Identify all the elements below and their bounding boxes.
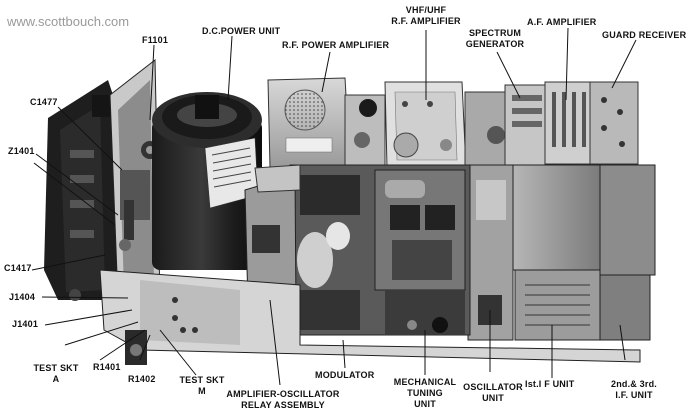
label-spectrum: SPECTRUM [468,28,522,38]
if-units [509,164,656,341]
label-c1477: C1477 [30,97,58,107]
connector-bracket [109,58,161,301]
label-oscillator-unit: UNIT [482,393,504,403]
spectrum-generator [464,84,548,168]
label-generator: GENERATOR [465,39,525,49]
label-guard-receiver: GUARD RECEIVER [602,30,687,40]
label-if-unit: I.F. UNIT [615,390,653,400]
label-f1101: F1101 [142,35,169,45]
label-tuning: TUNING [407,388,443,398]
label-rf-power-amplifier: R.F. POWER AMPLIFIER [282,40,390,50]
label-relay-assembly: RELAY ASSEMBLY [241,400,325,410]
label-test-skt-a-letter: A [52,374,60,384]
label-oscillator: OSCILLATOR [463,382,523,392]
guard-receiver [589,81,639,165]
label-r1402: R1402 [128,374,156,384]
label-j1404: J1404 [9,292,36,302]
watermark: www.scottbouch.com [7,14,130,29]
leader-lines [31,27,637,386]
label-modulator: MODULATOR [315,370,375,380]
label-test-skt-m: TEST SKT [179,375,225,385]
label-j1401: J1401 [12,319,39,329]
label-c1417: C1417 [4,263,32,273]
label-r1401: R1401 [93,362,121,372]
base-plate [99,269,641,365]
label-test-skt-m-letter: M [198,386,206,396]
dc-power-unit [152,92,262,270]
label-1st-if-unit: Ist.I F UNIT [525,379,575,389]
modulator-and-tuning [289,164,471,336]
rf-power-amplifier [267,77,386,169]
oscillator-unit [467,164,514,341]
label-z1401: Z1401 [8,146,35,156]
label-rf-amplifier: R.F. AMPLIFIER [391,16,461,26]
label-test-skt-a: TEST SKT [33,363,79,373]
af-amplifier [544,81,591,165]
label-tuning-unit: UNIT [414,399,436,409]
label-vhf-uhf: VHF/UHF [405,5,447,15]
vhf-uhf-rf-amplifier [384,81,467,169]
label-mechanical: MECHANICAL [393,377,457,387]
label-2nd-3rd: 2nd.& 3rd. [610,379,657,389]
label-af-amplifier: A.F. AMPLIFIER [527,17,597,27]
label-amplifier-oscillator: AMPLIFIER-OSCILLATOR [226,389,340,399]
amplifier-oscillator-relay-assembly [244,164,301,311]
front-panel [44,80,120,301]
label-dc-power-unit: D.C.POWER UNIT [202,26,281,36]
